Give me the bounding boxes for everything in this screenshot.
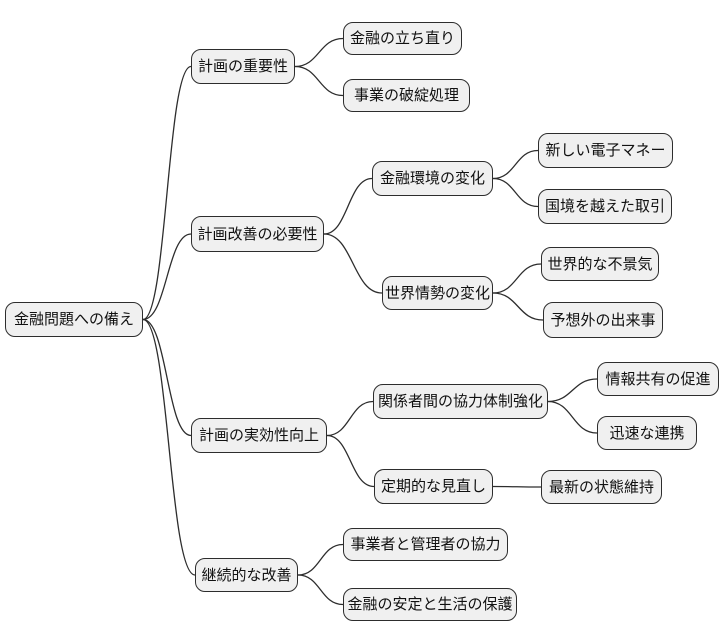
node-cross-border-transactions: 国境を越えた取引: [538, 189, 672, 224]
node-business-failure-handling: 事業の破綻処理: [343, 79, 470, 112]
node-stakeholder-cooperation: 関係者間の協力体制強化: [373, 384, 548, 419]
node-financial-recovery: 金融の立ち直り: [343, 22, 462, 55]
node-plan-effectiveness: 計画の実効性向上: [191, 418, 327, 453]
connector: [294, 37, 344, 68]
connector: [142, 318, 196, 576]
node-global-recession: 世界的な不景気: [541, 247, 659, 281]
connector: [142, 318, 192, 437]
node-new-e-money: 新しい電子マネー: [538, 133, 673, 168]
connector: [297, 574, 344, 606]
connector: [142, 233, 192, 321]
node-world-situation-change: 世界情勢の変化: [382, 276, 493, 310]
node-financial-stability-protection: 金融の安定と生活の保護: [343, 588, 517, 621]
connector: [492, 485, 542, 488]
node-rapid-coordination: 迅速な連携: [597, 416, 697, 450]
connector: [326, 434, 375, 488]
node-financial-environment-change: 金融環境の変化: [372, 161, 493, 196]
connector: [547, 378, 598, 403]
connector: [294, 65, 344, 97]
node-continuous-improvement: 継続的な改善: [195, 558, 298, 592]
node-operator-manager-cooperation: 事業者と管理者の協力: [343, 528, 508, 561]
node-unexpected-events: 予想外の出来事: [543, 302, 663, 338]
connector: [297, 543, 344, 576]
connector: [492, 149, 539, 180]
connector: [492, 292, 544, 321]
connector: [492, 177, 539, 208]
connector: [547, 400, 598, 434]
node-plan-improvement-need: 計画改善の必要性: [191, 216, 324, 252]
connector: [323, 233, 383, 294]
connector: [323, 177, 373, 235]
node-plan-importance: 計画の重要性: [191, 49, 295, 84]
connector: [326, 400, 374, 437]
node-root: 金融問題への備え: [5, 302, 143, 337]
connector: [492, 263, 542, 294]
node-up-to-date-state: 最新の状態維持: [541, 470, 662, 504]
node-periodic-review: 定期的な見直し: [374, 469, 493, 504]
connector: [142, 65, 192, 321]
node-info-sharing: 情報共有の促進: [597, 362, 719, 396]
